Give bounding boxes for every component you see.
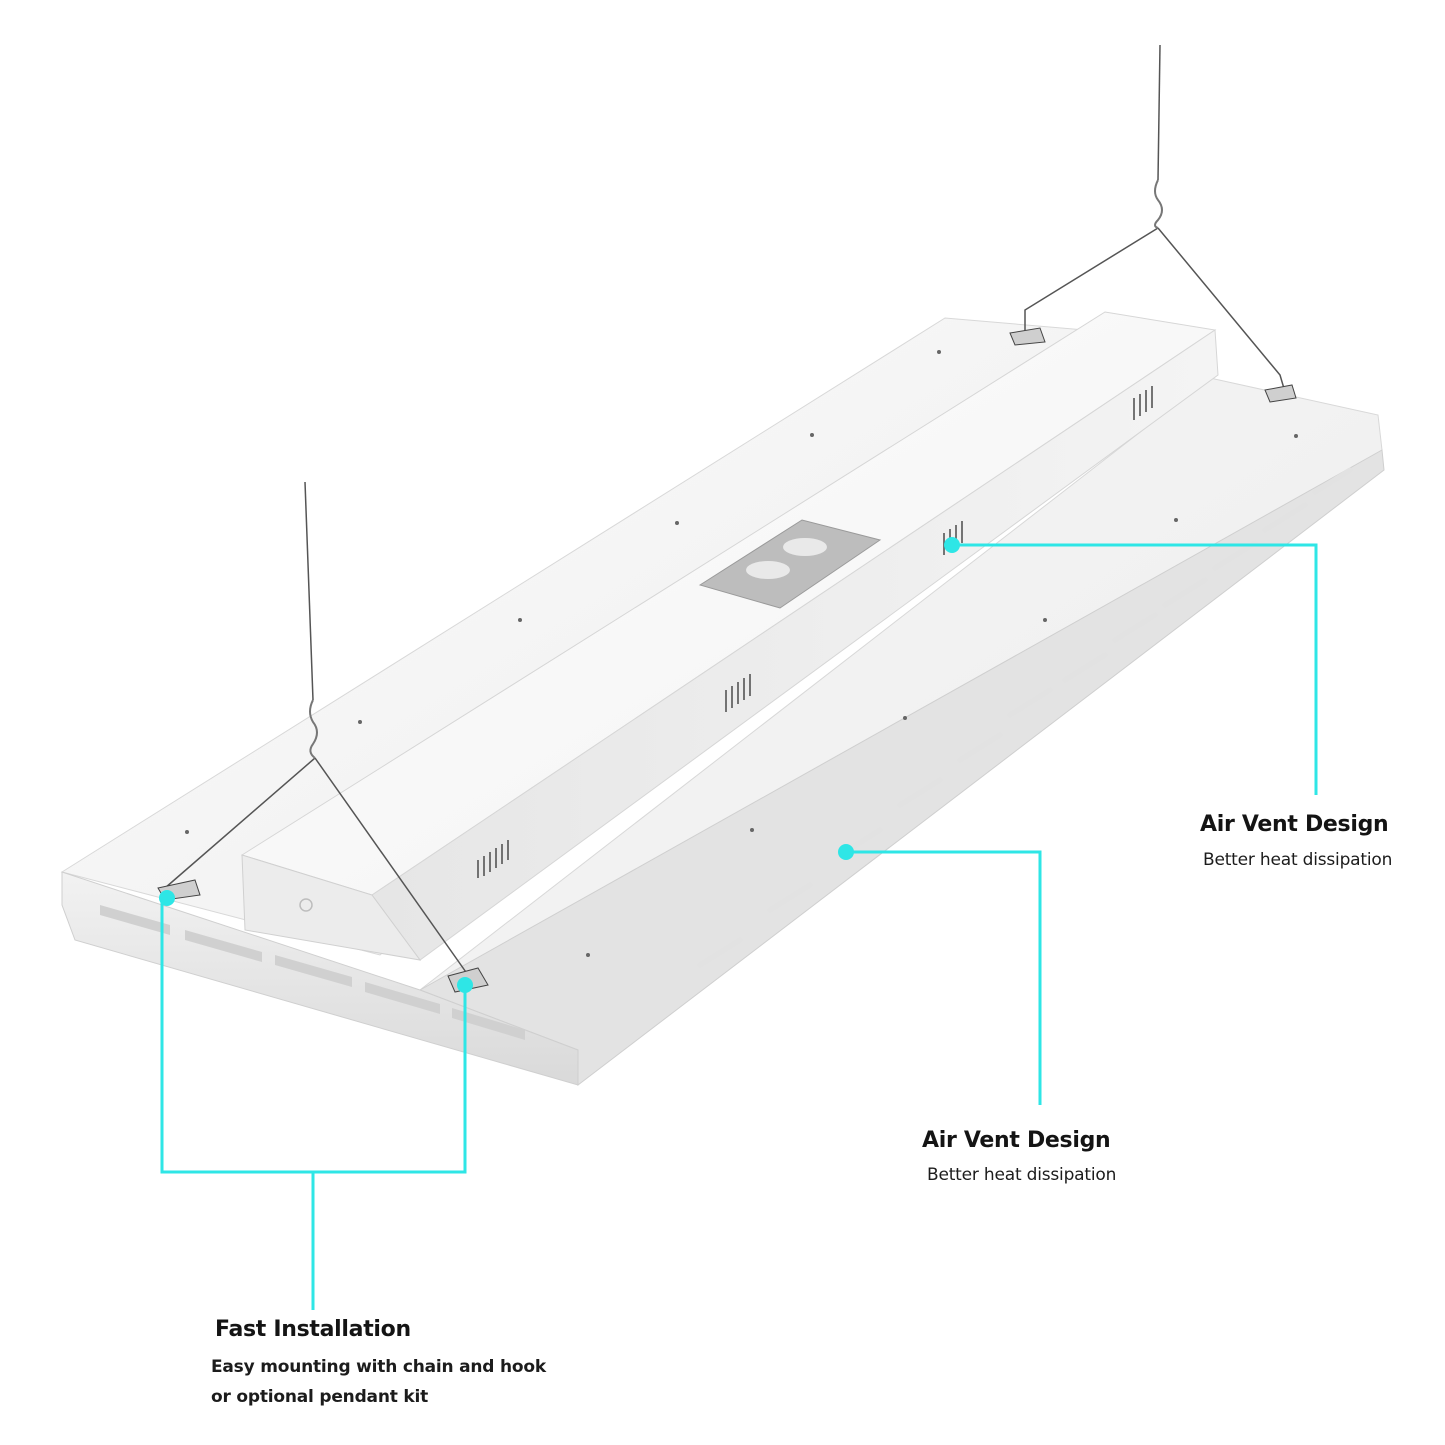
fast-installation-description-line1: Easy mounting with chain and hook xyxy=(211,1357,546,1377)
fixture-end-face xyxy=(61,871,579,1086)
mounting-plate xyxy=(698,519,882,609)
vent-middle-dot xyxy=(838,844,854,860)
fast-installation-description-line2: or optional pendant kit xyxy=(211,1387,429,1407)
vent-middle-leader xyxy=(846,850,1042,1105)
air-vent-middle-description: Better heat dissipation xyxy=(927,1165,1117,1185)
end-face-vents xyxy=(100,905,525,1040)
fast-installation-title: Fast Installation xyxy=(215,1317,411,1342)
rivets xyxy=(185,350,1298,957)
air-vent-middle-title: Air Vent Design xyxy=(922,1128,1111,1153)
driver-box-end xyxy=(241,854,422,961)
air-vent-top-title: Air Vent Design xyxy=(1200,812,1389,837)
panel-vents xyxy=(697,467,1353,968)
high-bay-light-fixture xyxy=(60,311,1385,1087)
install-dot-left xyxy=(159,890,175,906)
vent-top-leader xyxy=(952,543,1318,795)
install-dot-right xyxy=(457,977,473,993)
air-vent-top-description: Better heat dissipation xyxy=(1203,850,1393,870)
spine-vents xyxy=(477,386,1153,878)
vent-top-dot xyxy=(944,537,960,553)
callout-dots xyxy=(159,537,960,993)
